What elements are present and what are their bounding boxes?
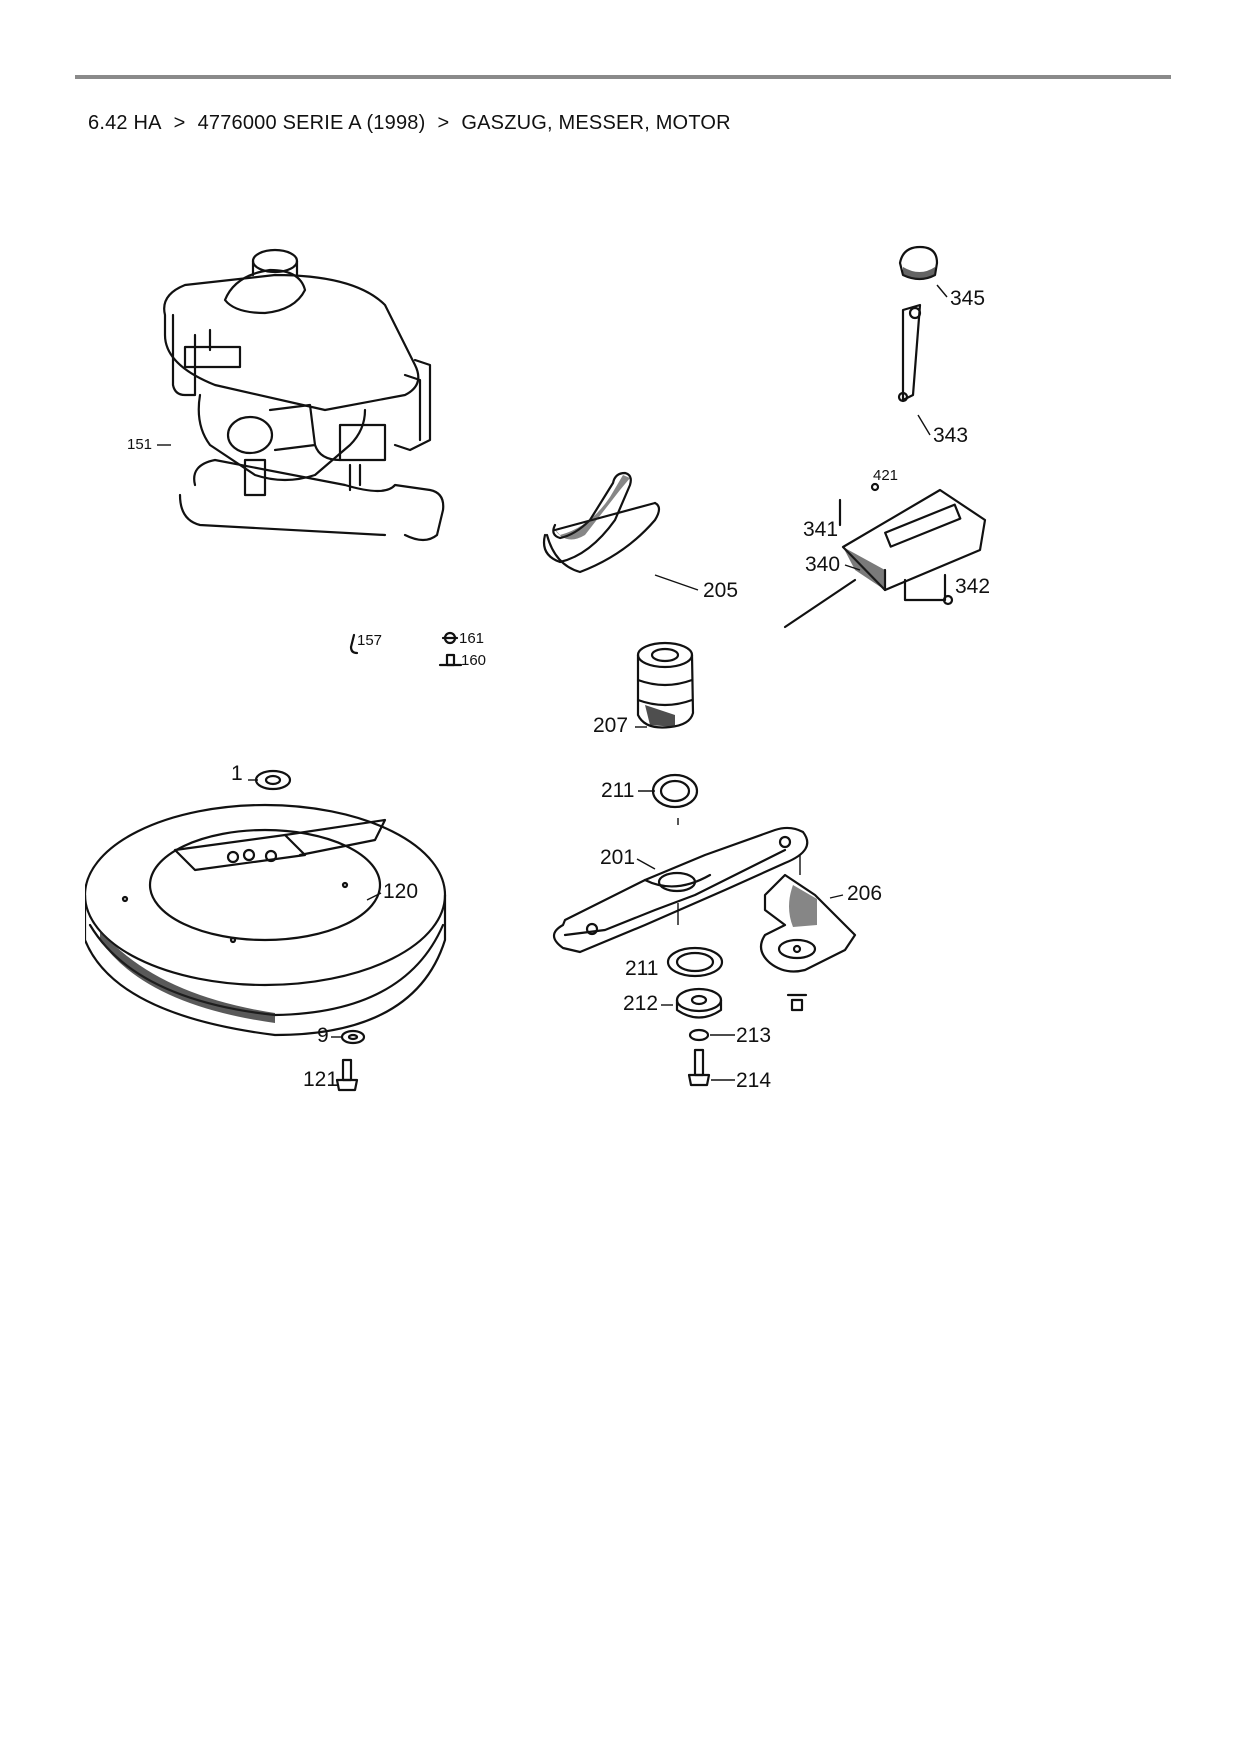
part-label-201[interactable]: 201 [600,846,635,869]
washer-9-drawing[interactable] [340,1029,366,1045]
part-label-421[interactable]: 421 [873,467,898,484]
throttle-rod-drawing[interactable] [897,303,922,403]
breadcrumb-separator: > [173,112,186,134]
breadcrumb-model[interactable]: 6.42 HA [88,112,162,134]
exploded-parts-diagram: 151 205 157 161 160 207 345 [85,235,1140,1130]
shield-206-drawing[interactable] [759,873,857,973]
part-label-151[interactable]: 151 [127,436,152,453]
breadcrumb-series[interactable]: 4776000 SERIE A (1998) [197,112,426,134]
part-label-345[interactable]: 345 [950,287,985,310]
part-label-214[interactable]: 214 [736,1069,771,1092]
part-label-342[interactable]: 342 [955,575,990,598]
part-label-1[interactable]: 1 [231,762,243,785]
engine-drawing[interactable] [163,248,445,542]
part-label-161[interactable]: 161 [459,630,484,647]
part-label-341[interactable]: 341 [803,518,838,541]
part-label-121[interactable]: 121 [303,1068,338,1091]
part-label-207[interactable]: 207 [593,714,628,737]
part-label-213[interactable]: 213 [736,1024,771,1047]
belt-drawing[interactable] [542,471,661,574]
part-label-157[interactable]: 157 [357,632,382,649]
part-label-211-lower[interactable]: 211 [625,957,658,980]
breadcrumb-assembly: GASZUG, MESSER, MOTOR [461,112,731,134]
washer-213-drawing[interactable] [688,1028,710,1042]
hardware-157-161-160[interactable] [349,631,463,667]
washer-211-lower-drawing[interactable] [666,946,724,978]
throttle-lever-housing[interactable] [783,482,987,629]
bolt-121-drawing[interactable] [335,1058,359,1092]
part-label-120[interactable]: 120 [383,880,418,903]
nut-212-drawing[interactable] [675,987,723,1019]
blade-carrier-disc-drawing[interactable] [85,803,447,1037]
breadcrumb-separator: > [437,112,450,134]
part-label-205[interactable]: 205 [703,579,738,602]
bolt-214-drawing[interactable] [687,1048,711,1087]
breadcrumb: 6.42 HA >4776000 SERIE A (1998) > GASZUG, M… [88,112,731,135]
part-label-160[interactable]: 160 [461,652,486,669]
screw-206-drawing[interactable] [786,993,808,1012]
washer-1-drawing[interactable] [254,769,292,791]
blade-201-drawing[interactable] [552,826,809,954]
throttle-knob-drawing[interactable] [898,245,939,281]
header-rule [75,75,1171,79]
washer-211-upper-drawing[interactable] [651,773,699,809]
part-label-212[interactable]: 212 [623,992,658,1015]
blade-adapter-drawing[interactable] [636,641,695,729]
part-label-206[interactable]: 206 [847,882,882,905]
part-label-9[interactable]: 9 [317,1024,329,1047]
part-label-343[interactable]: 343 [933,424,968,447]
part-label-211-upper[interactable]: 211 [601,779,634,802]
part-label-340[interactable]: 340 [805,553,840,576]
